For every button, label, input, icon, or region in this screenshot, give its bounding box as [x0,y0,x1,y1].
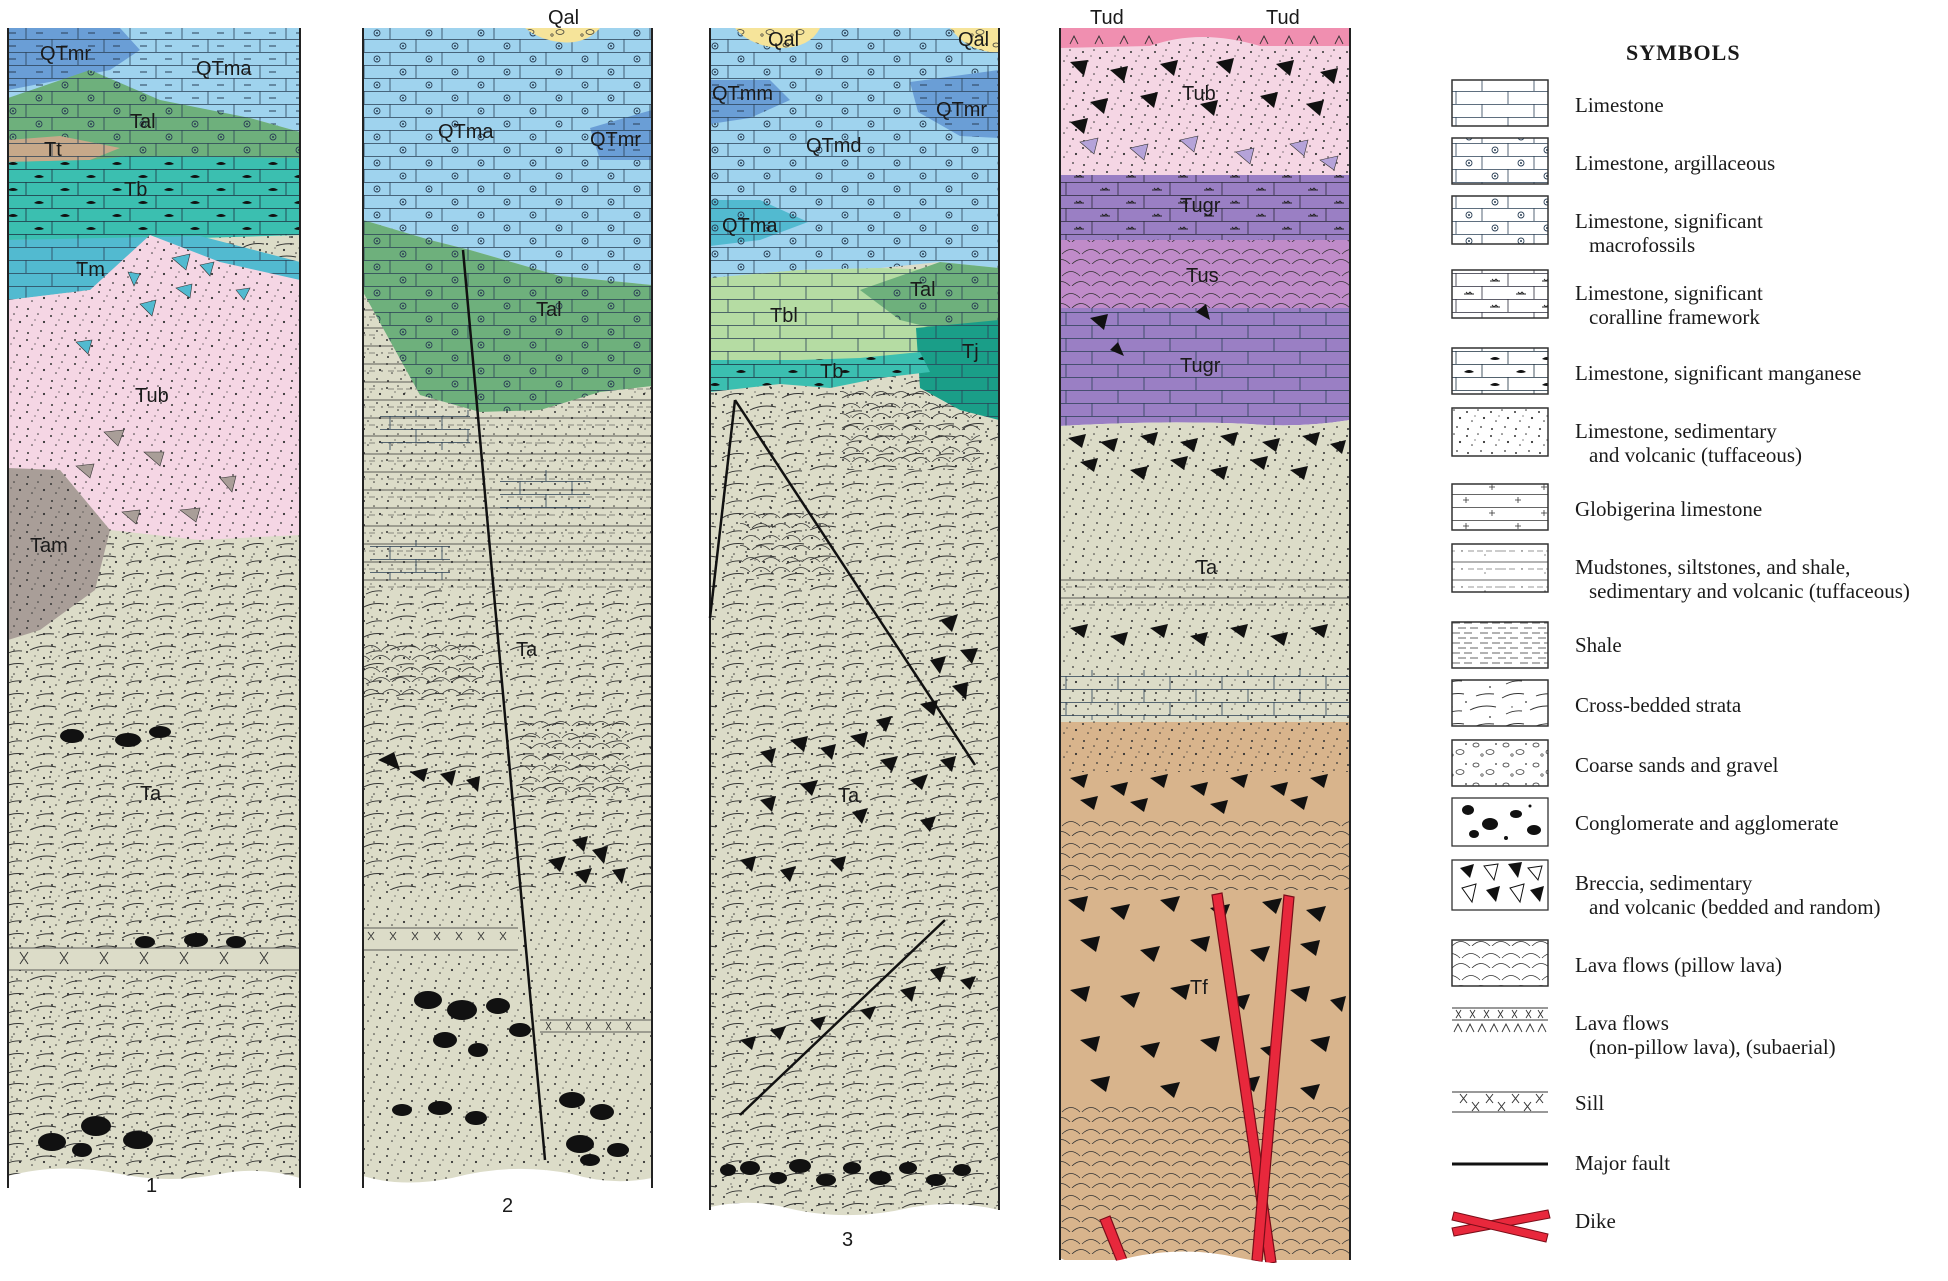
unit-label: Tt [44,139,62,161]
legend-item-limestone-tuffaceous: Limestone, sedimentary [1575,419,1777,443]
unit-label: Tb [820,361,843,383]
legend-item-pillow-lava: Lava flows (pillow lava) [1575,953,1782,977]
column-2 [363,28,652,1188]
legend-item-mudstones-2: sedimentary and volcanic (tuffaceous) [1589,579,1910,603]
shale-swatch [1452,622,1548,668]
column-1 [8,28,300,1188]
limestone-argillaceous-swatch [1452,138,1548,184]
unit-label: Tbl [770,305,798,327]
legend-item-mudstones: Mudstones, siltstones, and shale, [1575,555,1850,579]
cross-bedded-swatch [1452,680,1548,726]
legend-item-globigerina-limestone: Globigerina limestone [1575,497,1762,521]
legend-item-limestone-coralline: Limestone, significant [1575,281,1763,305]
limestone-macrofossils-swatch [1452,196,1548,244]
column-number: 3 [842,1229,853,1251]
unit-label: Tugr [1180,355,1221,377]
pillow-lava-swatch [1452,940,1548,986]
unit-label: Tud [1090,7,1124,29]
unit-label: QTma [196,58,252,80]
legend-item-shale: Shale [1575,633,1622,657]
sill-swatch [1452,1092,1548,1112]
unit-label: Tub [1182,83,1216,105]
mudstones-swatch [1452,544,1548,592]
unit-label: Qal [768,29,799,51]
unit-label: QTmm [712,83,773,105]
limestone-manganese-swatch [1452,348,1548,394]
legend-item-limestone-macrofossils-2: macrofossils [1589,233,1695,257]
unit-label: Tus [1186,265,1219,287]
unit-label: Ta [140,783,162,805]
unit-label: Tf [1190,977,1208,999]
legend-item-major-fault: Major fault [1575,1151,1670,1175]
unit-label: Tam [30,535,68,557]
unit-label: Tal [130,111,156,133]
legend-item-cross-bedded: Cross-bedded strata [1575,693,1742,717]
legend-item-breccia: Breccia, sedimentary [1575,871,1753,895]
column-number: 2 [502,1195,513,1217]
column-3 [710,28,999,1228]
non-pillow-lava-swatch [1452,1008,1548,1032]
legend-item-breccia-2: and volcanic (bedded and random) [1589,895,1881,919]
unit-label: Tud [1266,7,1300,29]
legend-item-limestone-macrofossils: Limestone, significant [1575,209,1763,233]
unit-label: Ta [1196,557,1218,579]
legend-item-limestone: Limestone [1575,93,1664,117]
unit-label: Tal [910,279,936,301]
legend-item-coarse-sands: Coarse sands and gravel [1575,753,1779,777]
unit-label: Tm [76,259,105,281]
legend: SYMBOLS Limestone Limestone, argillaceou… [1452,40,1910,1242]
unit-label: QTmr [936,99,987,121]
legend-item-conglomerate: Conglomerate and agglomerate [1575,811,1839,835]
legend-item-limestone-manganese: Limestone, significant manganese [1575,361,1861,385]
dike-swatch [1452,1210,1550,1242]
unit-label: Tub [135,385,169,407]
coarse-sands-swatch [1452,740,1548,786]
legend-item-limestone-coralline-2: coralline framework [1589,305,1760,329]
unit-label: Tal [536,299,562,321]
unit-label: QTmr [590,129,641,151]
unit-label: QTmd [806,135,862,157]
legend-item-non-pillow-lava: Lava flows [1575,1011,1669,1035]
unit-label: Qal [548,7,579,29]
limestone-swatch [1452,80,1548,126]
legend-item-limestone-tuffaceous-2: and volcanic (tuffaceous) [1589,443,1802,467]
unit-label: Ta [516,639,538,661]
unit-label: Ta [838,785,860,807]
legend-title: SYMBOLS [1626,40,1741,65]
unit-label: Tb [124,179,147,201]
column-number: 1 [146,1175,157,1197]
limestone-tuffaceous-swatch [1452,408,1548,456]
legend-item-non-pillow-lava-2: (non-pillow lava), (subaerial) [1589,1035,1836,1059]
unit-label: QTmr [40,43,91,65]
legend-item-sill: Sill [1575,1091,1604,1115]
legend-item-limestone-argillaceous: Limestone, argillaceous [1575,151,1775,175]
unit-label: Qal [958,29,989,51]
unit-label: QTma [438,121,494,143]
unit-label: Tugr [1180,195,1221,217]
globigerina-limestone-swatch [1452,484,1548,530]
legend-item-dike: Dike [1575,1209,1616,1233]
unit-label: Tj [962,341,979,363]
limestone-coralline-swatch [1452,270,1548,318]
unit-label: QTma [722,215,778,237]
